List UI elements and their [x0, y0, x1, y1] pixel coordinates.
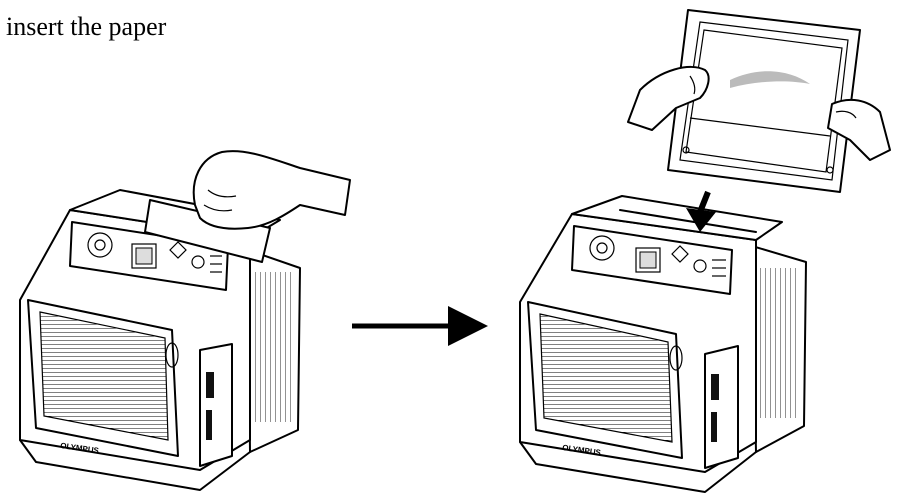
right-printer-illustration: OLYMPUS — [519, 195, 807, 493]
down-arrow-icon — [686, 190, 716, 232]
right-arrow-icon — [352, 306, 488, 346]
right-hands-illustration — [627, 65, 891, 161]
left-hand-illustration — [192, 150, 351, 230]
caption-text: insert the paper — [6, 12, 167, 41]
paper-tray-illustration — [667, 9, 861, 193]
left-printer-illustration: OLYMPUS — [19, 189, 301, 491]
